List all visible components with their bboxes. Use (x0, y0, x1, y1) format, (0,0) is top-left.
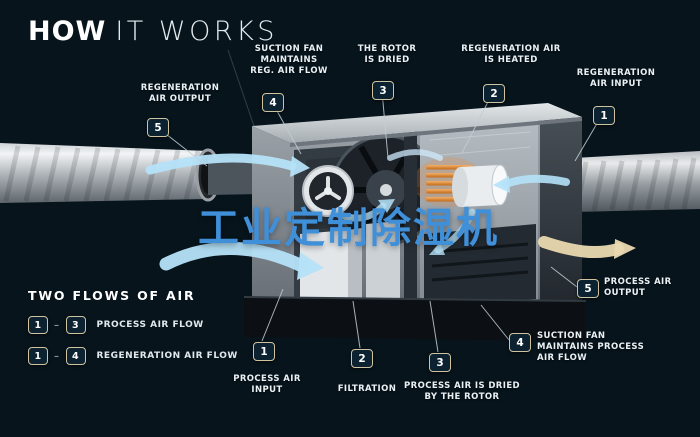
cabinet-cutaway (290, 119, 540, 320)
callout-label-process-air-output: PROCESS AIR OUTPUT (604, 277, 672, 299)
suction-fan (302, 165, 354, 217)
cabinet-right-panel (540, 117, 582, 302)
legend-badge-4: 4 (65, 347, 86, 365)
process-air-out-arrow (538, 236, 624, 259)
page-title: HOW IT WORKS (28, 16, 278, 47)
legend-two-flows: TWO FLOWS OF AIR 1 – 3 PROCESS AIR FLOW … (28, 288, 238, 365)
callout-badge-rotor-is-dried: 3 (372, 81, 394, 100)
cabinet-left-panel (252, 126, 290, 320)
callout-badge-suction-fan-process: 4 (509, 333, 531, 352)
callout-badge-regeneration-air-heated: 2 (483, 84, 505, 103)
right-duct (573, 151, 700, 212)
legend-label-regeneration-air-flow: REGENERATION AIR FLOW (96, 351, 238, 361)
callout-label-process-air-dried: PROCESS AIR IS DRIED BY THE ROTOR (404, 381, 520, 403)
legend-title: TWO FLOWS OF AIR (28, 288, 196, 303)
title-secondary: IT WORKS (115, 16, 278, 47)
callout-badge-suction-fan-reg: 4 (262, 93, 284, 112)
cabinet-top-panel (252, 103, 582, 143)
callout-label-regeneration-air-heated: REGENERATION AIR IS HEATED (461, 44, 561, 66)
legend-badge-1b: 1 (28, 347, 48, 365)
callout-label-regeneration-air-input: REGENERATION AIR INPUT (576, 68, 656, 90)
callout-label-regeneration-air-output: REGENERATION AIR OUTPUT (140, 83, 220, 105)
callout-badge-process-air-output: 5 (577, 279, 599, 298)
callout-label-filtration: FILTRATION (337, 384, 397, 394)
legend-badge-1: 1 (28, 316, 48, 334)
callout-label-process-air-input: PROCESS AIR INPUT (233, 374, 301, 396)
callout-badge-filtration: 2 (351, 349, 373, 368)
callout-badge-process-air-input: 1 (253, 342, 275, 361)
legend-label-process-air-flow: PROCESS AIR FLOW (96, 320, 204, 330)
legend-badge-3: 3 (65, 316, 86, 334)
machine-base (243, 296, 587, 341)
title-primary: HOW (28, 16, 107, 47)
callout-badge-regeneration-air-input: 1 (593, 106, 615, 125)
callout-label-suction-fan-process: SUCTION FAN MAINTAINS PROCESS AIR FLOW (537, 331, 645, 364)
chinese-watermark-text: 工业定制除湿机 (198, 204, 499, 252)
callout-badge-process-air-dried: 3 (429, 353, 451, 372)
legend-row-process-air: 1 – 3 PROCESS AIR FLOW (28, 316, 238, 334)
legend-row-regeneration-air: 1 – 4 REGENERATION AIR FLOW (28, 347, 238, 365)
legend-dash-2: – (54, 350, 60, 362)
cylinder-duct (452, 164, 509, 207)
callout-badge-regeneration-air-output: 5 (147, 118, 169, 137)
legend-dash: – (54, 319, 60, 331)
callout-label-rotor-is-dried: THE ROTOR IS DRIED (357, 44, 417, 66)
callout-label-suction-fan-reg: SUCTION FAN MAINTAINS REG. AIR FLOW (250, 44, 328, 77)
